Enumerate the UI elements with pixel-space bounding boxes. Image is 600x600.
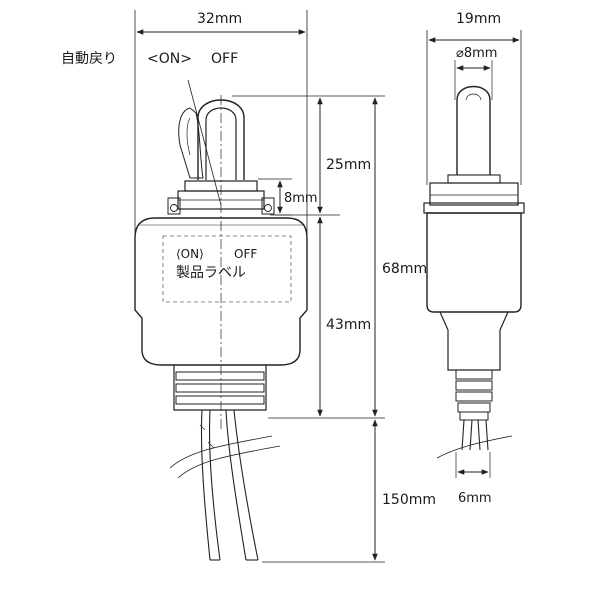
side-rib-end xyxy=(459,412,489,421)
side-taper xyxy=(439,311,509,371)
rib-1 xyxy=(175,371,265,381)
break-line-2 xyxy=(177,445,281,479)
dim-label-diameter: ⌀8mm xyxy=(456,46,498,61)
dim-label-nut-height: 8mm xyxy=(284,191,318,206)
rib-2 xyxy=(175,383,265,393)
side-rib-1 xyxy=(455,369,493,380)
dim-label-cable-length: 150mm xyxy=(382,492,436,508)
side-rib-3 xyxy=(455,391,493,402)
plate-off-label: OFF xyxy=(234,247,258,261)
side-cables xyxy=(461,419,489,451)
side-break-line xyxy=(436,435,513,459)
dim-label-width-front: 32mm xyxy=(197,11,243,27)
side-body xyxy=(426,212,522,313)
side-rib-2 xyxy=(455,380,493,391)
dim-label-body-height: 43mm xyxy=(326,317,372,333)
lever-inner xyxy=(205,107,237,180)
side-nut-top xyxy=(447,174,501,184)
dim-label-width-side: 19mm xyxy=(456,11,502,27)
ghost-lever-inner xyxy=(186,117,191,156)
lever-outer xyxy=(197,99,245,180)
side-lever xyxy=(456,85,491,175)
strain-relief xyxy=(173,365,267,411)
leader-auto-return xyxy=(187,79,222,206)
product-label-frame xyxy=(162,235,292,303)
washer-right xyxy=(261,197,275,215)
front-view xyxy=(134,10,385,563)
side-view xyxy=(423,30,525,478)
switch-body xyxy=(134,217,308,366)
off-position-label: OFF xyxy=(211,51,239,67)
dim-label-cable-width: 6mm xyxy=(458,491,492,506)
auto-return-label: 自動戻り xyxy=(61,51,117,67)
plate-on-label: ⟨ON⟩ xyxy=(176,247,204,261)
ghost-lever xyxy=(178,107,204,179)
pin-left xyxy=(170,204,178,212)
side-lever-highlight xyxy=(465,93,482,101)
dim-label-total-height: 68mm xyxy=(382,261,428,277)
dim-label-lever-height: 25mm xyxy=(326,157,372,173)
pin-right xyxy=(264,204,272,212)
break-line-1 xyxy=(169,435,273,469)
product-label-text: 製品ラベル xyxy=(176,265,246,281)
rib-3 xyxy=(175,395,265,405)
washer-left xyxy=(167,197,181,215)
side-rib-4 xyxy=(457,402,491,413)
cables xyxy=(199,409,259,561)
side-nut xyxy=(429,182,519,206)
on-position-label: <ON> xyxy=(147,51,192,67)
